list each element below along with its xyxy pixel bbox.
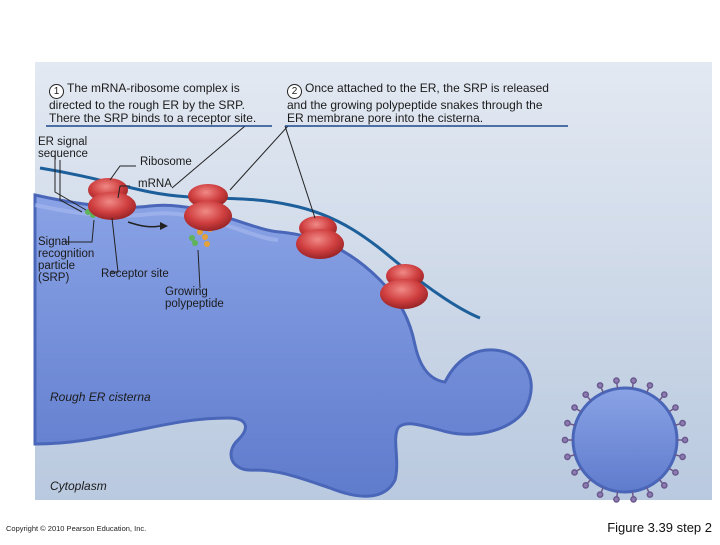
surface-protein-head bbox=[679, 419, 686, 427]
label-mrna: mRNA bbox=[138, 178, 172, 190]
surface-protein-head bbox=[660, 391, 668, 399]
surface-protein-head bbox=[679, 453, 686, 461]
label-ribosome: Ribosome bbox=[140, 156, 192, 168]
leader-lines bbox=[54, 125, 316, 289]
vesicle-surface-proteins bbox=[561, 377, 689, 503]
copyright-notice: Copyright © 2010 Pearson Education, Inc. bbox=[6, 524, 147, 533]
movement-arrowhead bbox=[160, 222, 168, 230]
ribosome-2 bbox=[184, 184, 232, 231]
surface-protein-head bbox=[571, 469, 578, 476]
label-cytoplasm: Cytoplasm bbox=[50, 479, 107, 493]
step1-number-badge: 1 bbox=[49, 84, 64, 99]
surface-protein-head bbox=[672, 404, 679, 411]
surface-protein-head bbox=[672, 469, 679, 476]
surface-protein-head bbox=[630, 496, 637, 503]
er-membrane-inner-highlight bbox=[34, 203, 279, 242]
ribosome-4 bbox=[380, 264, 428, 309]
label-rough-er-cisterna: Rough ER cisterna bbox=[50, 390, 151, 404]
surface-protein-head bbox=[571, 404, 578, 411]
step2-number-badge: 2 bbox=[287, 84, 302, 99]
figure-caption: Figure 3.39 step 2 bbox=[607, 520, 712, 535]
surface-protein-head bbox=[613, 496, 620, 503]
surface-protein-head bbox=[561, 436, 569, 444]
movement-arrow bbox=[127, 221, 161, 228]
label-srp: Signal recognition particle (SRP) bbox=[38, 236, 95, 284]
surface-protein-head bbox=[660, 481, 668, 489]
surface-protein-head bbox=[582, 481, 590, 489]
surface-protein-head bbox=[582, 391, 590, 399]
surface-protein-head bbox=[596, 382, 604, 389]
surface-protein-head bbox=[646, 491, 654, 498]
surface-protein-head bbox=[681, 436, 689, 444]
surface-protein-head bbox=[630, 377, 637, 384]
label-receptor-site: Receptor site bbox=[101, 268, 169, 280]
surface-protein-head bbox=[564, 453, 571, 461]
surface-protein-head bbox=[564, 419, 571, 427]
surface-protein-head bbox=[646, 382, 654, 389]
transport-vesicle bbox=[571, 386, 679, 494]
surface-protein-head bbox=[613, 377, 620, 384]
label-er-signal-sequence: ER signal sequence bbox=[38, 136, 88, 160]
ribosome-3 bbox=[296, 216, 344, 259]
label-growing-polypeptide: Growing polypeptide bbox=[165, 286, 224, 310]
surface-protein-head bbox=[596, 491, 604, 498]
